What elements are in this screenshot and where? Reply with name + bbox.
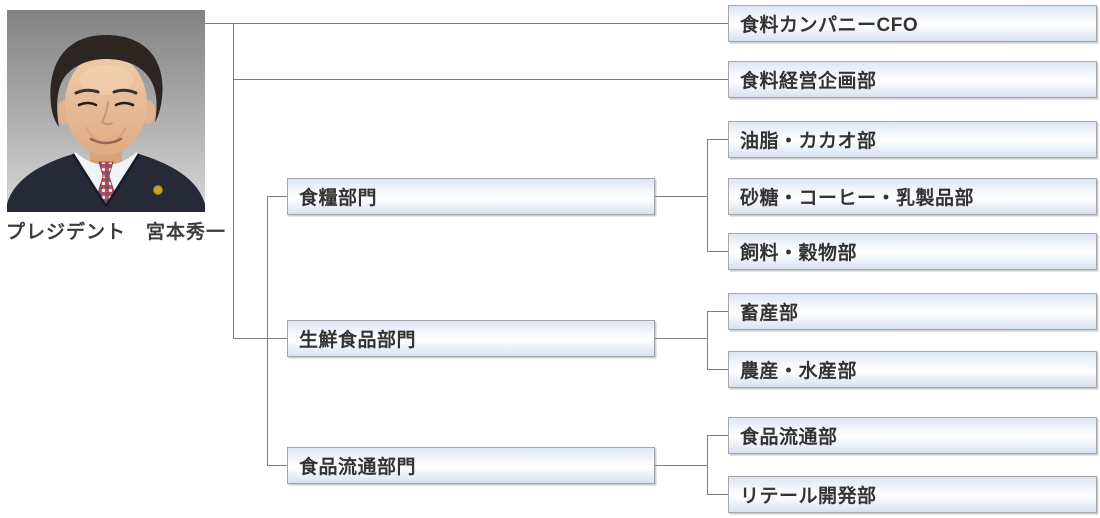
president-photo	[7, 10, 205, 212]
dept-box-retail-dev: リテール開発部	[728, 476, 1097, 513]
connector-line	[707, 311, 728, 312]
connector-line	[707, 139, 708, 252]
connector-line	[655, 465, 707, 466]
connector-line	[707, 139, 728, 140]
staff-box-cfo: 食料カンパニーCFO	[728, 5, 1097, 42]
dept-box-livestock: 畜産部	[728, 293, 1097, 330]
connector-line	[267, 465, 287, 466]
connector-line	[655, 338, 707, 339]
president-caption: プレジデント 宮本秀一	[6, 222, 227, 243]
division-box-distribution: 食品流通部門	[287, 447, 655, 484]
dept-box-food-distribution: 食品流通部	[728, 417, 1097, 454]
connector-line	[267, 196, 287, 197]
division-box-food: 食糧部門	[287, 178, 655, 215]
dept-box-feed-grain: 飼料・穀物部	[728, 233, 1097, 270]
connector-line	[707, 494, 728, 495]
portrait-illustration	[7, 10, 205, 212]
dept-box-agri-marine: 農産・水産部	[728, 351, 1097, 388]
connector-line	[233, 79, 728, 80]
connector-line	[707, 251, 728, 252]
division-box-fresh-food: 生鮮食品部門	[287, 320, 655, 357]
staff-box-planning: 食料経営企画部	[728, 61, 1097, 98]
connector-line	[707, 369, 728, 370]
connector-line	[707, 435, 728, 436]
connector-line	[655, 196, 707, 197]
connector-line	[205, 23, 728, 24]
dept-box-sugar-coffee-dairy: 砂糖・コーヒー・乳製品部	[728, 178, 1097, 215]
connector-line	[707, 435, 708, 495]
connector-line	[267, 196, 268, 466]
connector-line	[707, 311, 708, 370]
connector-line	[233, 338, 287, 339]
connector-line	[233, 23, 234, 339]
dept-box-oils-cacao: 油脂・カカオ部	[728, 121, 1097, 158]
